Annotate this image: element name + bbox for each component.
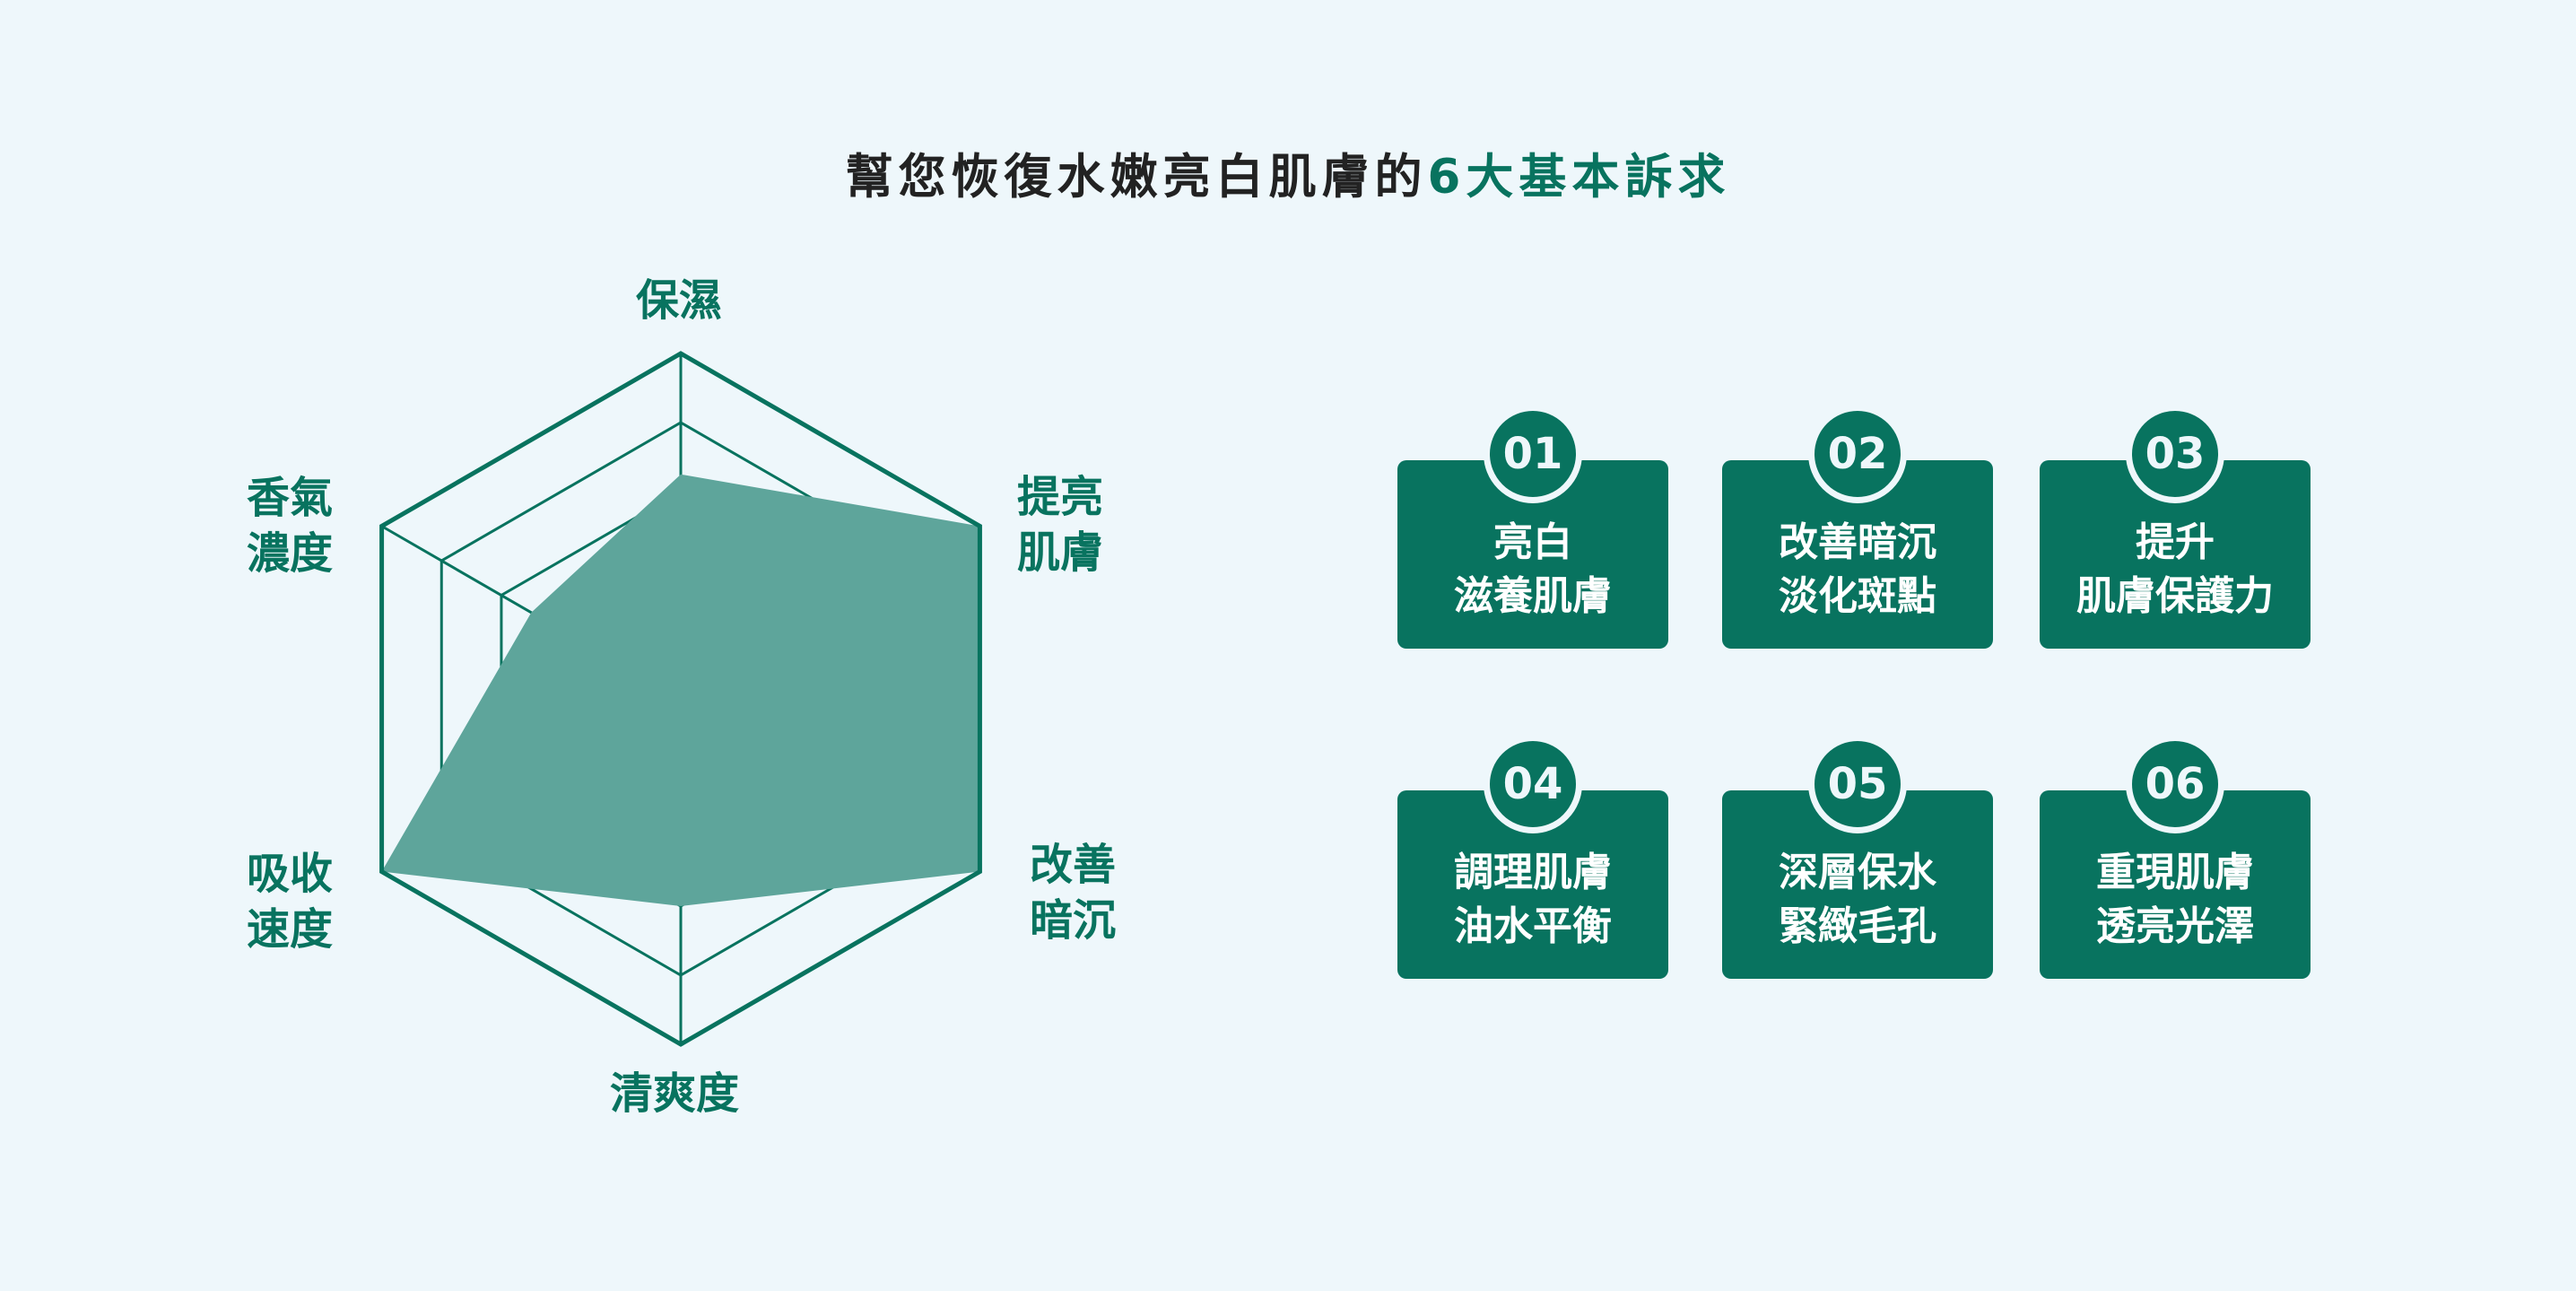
benefit-card-04-number: 04 xyxy=(1484,735,1582,833)
benefit-card-06-line-1: 重現肌膚 xyxy=(2096,850,2254,895)
axis-label-absorption: 吸收 速度 xyxy=(247,846,333,957)
radar-outer-frame xyxy=(379,351,982,1047)
radar-series-area xyxy=(381,474,980,906)
benefit-card-01-line-2: 滋養肌膚 xyxy=(1454,573,1612,619)
benefit-card-05-line-1: 深層保水 xyxy=(1779,850,1936,895)
axis-label-absorption-line-1: 吸收 xyxy=(247,849,334,899)
benefit-card-05: 05 深層保水 緊緻毛孔 xyxy=(1722,735,1993,979)
benefit-card-06-text: 重現肌膚 透亮光澤 xyxy=(2040,846,2311,954)
axis-label-hydration-line-1: 保濕 xyxy=(636,275,723,326)
axis-label-fragrance-line-1: 香氣 xyxy=(247,473,334,523)
benefit-card-06-line-2: 透亮光澤 xyxy=(2096,903,2254,949)
benefit-card-05-number: 05 xyxy=(1808,735,1907,833)
axis-label-freshness-line-1: 清爽度 xyxy=(610,1069,740,1119)
benefit-card-04: 04 調理肌膚 油水平衡 xyxy=(1397,735,1668,979)
axis-label-dullness-line-2: 暗沉 xyxy=(1030,895,1117,946)
benefit-card-02-line-1: 改善暗沉 xyxy=(1779,519,1936,565)
axis-label-dullness: 改善 暗沉 xyxy=(1030,837,1116,948)
benefit-card-04-line-1: 調理肌膚 xyxy=(1454,850,1612,895)
axis-label-hydration: 保濕 xyxy=(636,273,722,328)
axis-label-freshness: 清爽度 xyxy=(610,1066,739,1121)
axis-label-brightening-line-2: 肌膚 xyxy=(1017,528,1104,578)
benefit-card-04-line-2: 油水平衡 xyxy=(1454,903,1612,949)
benefit-card-02-number: 02 xyxy=(1808,405,1907,503)
title-accent: 6大基本訴求 xyxy=(1427,150,1731,205)
benefit-card-01: 01 亮白 滋養肌膚 xyxy=(1397,405,1668,649)
benefit-card-01-number: 01 xyxy=(1484,405,1582,503)
axis-label-brightening: 提亮 肌膚 xyxy=(1017,469,1103,580)
axis-label-brightening-line-1: 提亮 xyxy=(1017,472,1104,522)
axis-label-fragrance-line-2: 濃度 xyxy=(247,528,334,579)
axis-label-fragrance: 香氣 濃度 xyxy=(247,470,333,581)
benefit-card-05-text: 深層保水 緊緻毛孔 xyxy=(1722,846,1993,954)
benefit-card-02-line-2: 淡化斑點 xyxy=(1779,573,1936,619)
benefit-card-05-line-2: 緊緻毛孔 xyxy=(1779,903,1936,949)
benefit-card-06: 06 重現肌膚 透亮光澤 xyxy=(2040,735,2311,979)
title-main: 幫您恢復水嫩亮白肌膚的 xyxy=(845,150,1428,205)
benefit-card-03: 03 提升 肌膚保護力 xyxy=(2040,405,2311,649)
axis-label-absorption-line-2: 速度 xyxy=(247,904,334,955)
benefit-card-03-line-1: 提升 xyxy=(2136,519,2215,565)
benefit-card-03-number: 03 xyxy=(2126,405,2224,503)
benefit-card-03-line-2: 肌膚保護力 xyxy=(2076,573,2274,619)
benefit-card-02-text: 改善暗沉 淡化斑點 xyxy=(1722,516,1993,624)
axis-label-dullness-line-1: 改善 xyxy=(1030,840,1117,890)
benefit-card-03-text: 提升 肌膚保護力 xyxy=(2040,516,2311,624)
benefit-card-01-line-1: 亮白 xyxy=(1493,519,1572,565)
page-title: 幫您恢復水嫩亮白肌膚的6大基本訴求 xyxy=(0,139,2576,207)
benefit-card-02: 02 改善暗沉 淡化斑點 xyxy=(1722,405,1993,649)
benefit-card-06-number: 06 xyxy=(2126,735,2224,833)
benefit-card-01-text: 亮白 滋養肌膚 xyxy=(1397,516,1668,624)
benefit-card-04-text: 調理肌膚 油水平衡 xyxy=(1397,846,1668,954)
